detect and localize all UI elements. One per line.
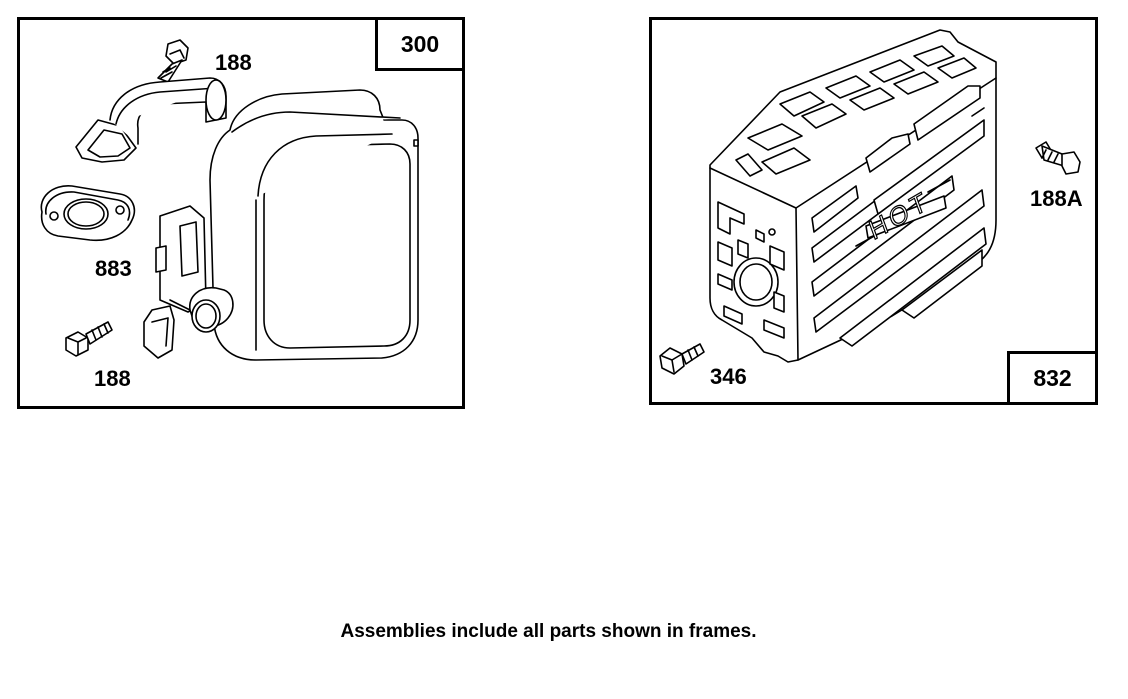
- muffler-body: [209, 89, 419, 361]
- frame-number-832: 832: [1007, 351, 1098, 405]
- label-188-top: 188: [215, 50, 252, 75]
- bolt-188-top: [157, 39, 189, 83]
- muffler-bracket: [143, 205, 207, 359]
- bolt-346: [659, 343, 705, 375]
- gasket-883: [40, 185, 136, 242]
- muffler-assembly-frame: 300: [17, 17, 465, 409]
- muffler-guard-illustration: [659, 29, 1081, 375]
- label-188a: 188A: [1030, 186, 1083, 211]
- guard-side-openings: [717, 201, 785, 339]
- guard-front-vents: [811, 85, 987, 347]
- muffler-guard-frame: 832: [649, 17, 1098, 405]
- bolt-188a: [1035, 141, 1081, 175]
- guard-top-vents: [735, 45, 977, 177]
- bolt-188-bottom: [65, 321, 113, 357]
- muffler-illustration: [40, 39, 419, 361]
- assemblies-note: Assemblies include all parts shown in fr…: [340, 621, 757, 642]
- label-883: 883: [95, 256, 132, 281]
- exhaust-pipe: [75, 77, 227, 163]
- muffler-clamp: [189, 286, 234, 333]
- frame-number-300: 300: [375, 17, 465, 71]
- label-188-bottom: 188: [94, 366, 131, 391]
- label-346: 346: [710, 364, 747, 389]
- muffler-guard: [709, 29, 997, 363]
